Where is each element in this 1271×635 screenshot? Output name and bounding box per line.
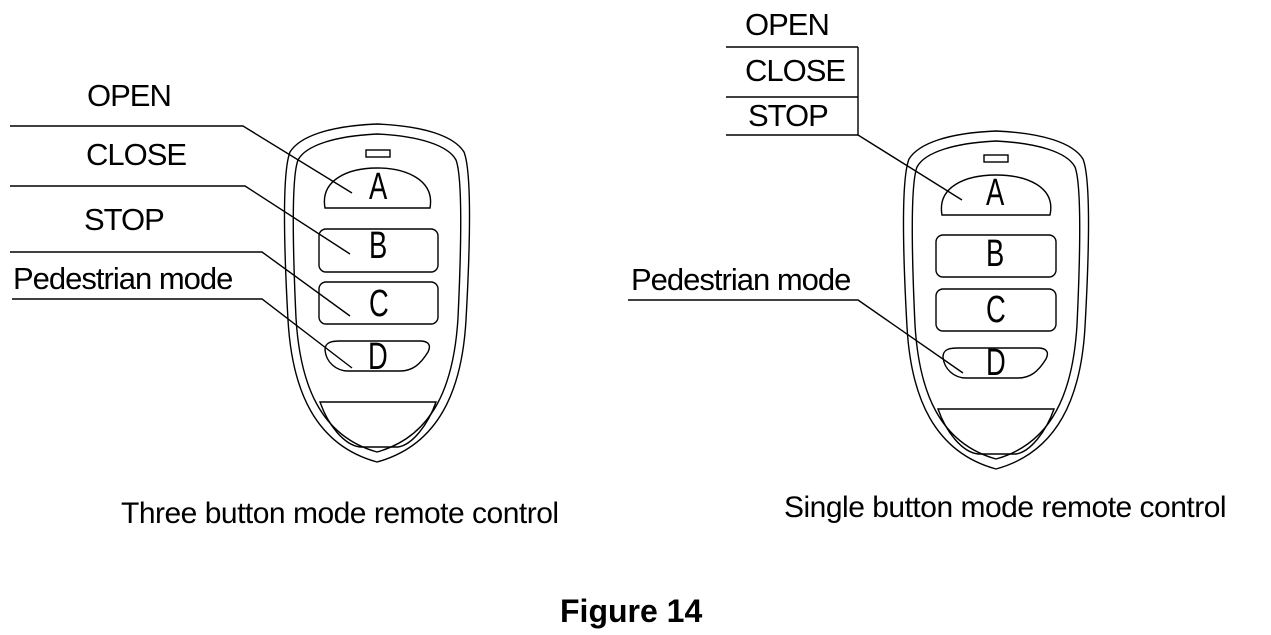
- left-leader-close: [10, 185, 351, 255]
- left-leader-pedestrian: [12, 298, 353, 369]
- left-button-c: [318, 281, 439, 325]
- left-button-a-label: A: [369, 166, 387, 208]
- left-button-d-label: D: [368, 336, 388, 378]
- right-remote-body: [902, 130, 1090, 470]
- left-button-b-label: B: [369, 225, 387, 267]
- right-label-stop: STOP: [748, 98, 829, 133]
- right-caption: Single button mode remote control: [784, 491, 1227, 524]
- left-button-d: [324, 340, 431, 372]
- right-button-c: [935, 288, 1057, 332]
- right-button-d: [942, 347, 1049, 379]
- right-button-d-label: D: [986, 342, 1006, 384]
- left-label-open: OPEN: [87, 78, 172, 113]
- left-button-b: [318, 228, 439, 273]
- right-button-a-label: A: [986, 172, 1004, 214]
- left-caption: Three button mode remote control: [121, 497, 559, 530]
- right-label-close: CLOSE: [745, 53, 846, 88]
- left-button-c-label: C: [369, 283, 389, 325]
- left-leader-open: [10, 125, 353, 194]
- right-button-c-label: C: [986, 289, 1006, 331]
- left-leader-stop: [10, 251, 351, 317]
- right-label-pedestrian: Pedestrian mode: [631, 262, 851, 297]
- right-button-b: [935, 234, 1057, 278]
- right-button-a: [940, 174, 1052, 216]
- right-leader-pedestrian: [628, 299, 964, 374]
- right-label-open: OPEN: [745, 7, 830, 42]
- left-label-close: CLOSE: [86, 137, 187, 172]
- left-button-a: [323, 167, 432, 209]
- left-remote-body: [283, 123, 471, 463]
- right-button-b-label: B: [986, 233, 1004, 275]
- left-label-pedestrian: Pedestrian mode: [13, 261, 233, 296]
- figure-title: Figure 14: [560, 593, 703, 629]
- right-label-box: [726, 46, 963, 201]
- left-label-stop: STOP: [84, 202, 165, 237]
